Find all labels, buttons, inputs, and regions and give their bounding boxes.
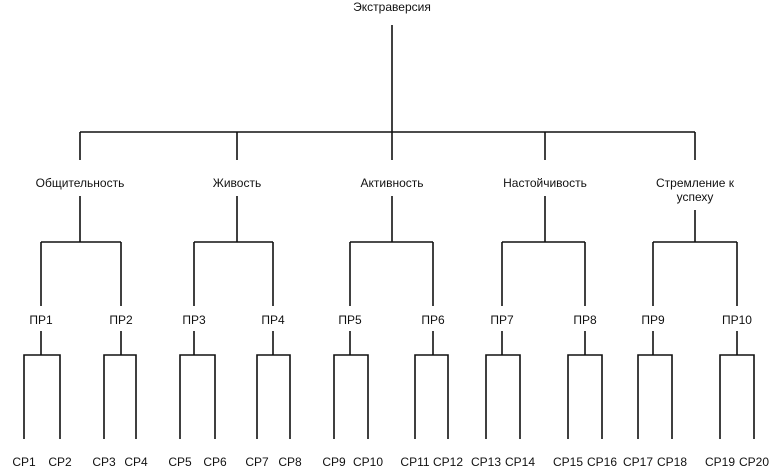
primary-label: ПР8: [573, 313, 597, 327]
secondary-bracket: [719, 354, 755, 439]
secondary-bracket: [103, 354, 137, 439]
secondary-label: СР14: [505, 455, 535, 469]
primary-label: ПР1: [29, 313, 53, 327]
primary-label: ПР2: [109, 313, 133, 327]
secondary-label: СР8: [278, 455, 302, 469]
primary-label: ПР6: [421, 313, 445, 327]
primary-label: ПР7: [490, 313, 514, 327]
secondary-bracket: [485, 354, 521, 439]
factor-label-line2: успеху: [677, 190, 714, 204]
secondary-label: СР16: [587, 455, 617, 469]
secondary-label: СР17: [623, 455, 653, 469]
secondary-label: СР1: [12, 455, 36, 469]
secondary-label: СР4: [124, 455, 148, 469]
primary-label: ПР3: [182, 313, 206, 327]
secondary-label: СР20: [739, 455, 769, 469]
secondary-bracket: [179, 354, 216, 439]
secondary-label: СР7: [245, 455, 269, 469]
factor-label: Живость: [213, 176, 261, 190]
secondary-label: СР9: [322, 455, 346, 469]
secondary-label: СР12: [433, 455, 463, 469]
factor-label: Настойчивость: [503, 176, 587, 190]
secondary-label: СР15: [553, 455, 583, 469]
secondary-label: СР6: [203, 455, 227, 469]
secondary-label: СР19: [705, 455, 735, 469]
primary-label: ПР5: [338, 313, 362, 327]
secondary-bracket: [333, 354, 369, 439]
secondary-label: СР5: [168, 455, 192, 469]
factor-label: Стремление к: [656, 176, 735, 190]
secondary-label: СР2: [48, 455, 72, 469]
primary-label: ПР4: [261, 313, 285, 327]
factor-label: Общительность: [36, 176, 125, 190]
secondary-bracket: [567, 354, 603, 439]
factor-label: Активность: [360, 176, 423, 190]
secondary-label: СР3: [92, 455, 116, 469]
primary-label: ПР10: [722, 313, 752, 327]
secondary-bracket: [637, 354, 673, 439]
secondary-bracket: [23, 354, 61, 439]
primary-label: ПР9: [641, 313, 665, 327]
secondary-label: СР18: [657, 455, 687, 469]
secondary-label: СР10: [353, 455, 383, 469]
secondary-bracket: [256, 354, 291, 439]
root-label: Экстраверсия: [353, 0, 431, 14]
secondary-label: СР11: [400, 455, 429, 469]
secondary-bracket: [414, 354, 449, 439]
secondary-label: СР13: [471, 455, 501, 469]
